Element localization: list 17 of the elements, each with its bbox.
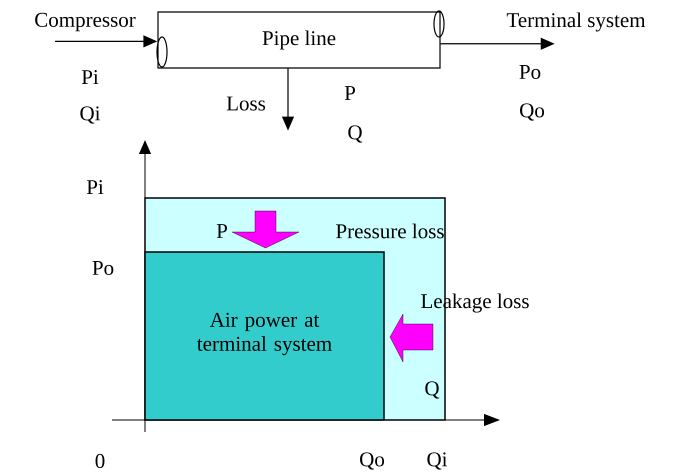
- pipe-drawing: Pipe line: [156, 10, 445, 69]
- axis-label: Q: [348, 125, 362, 143]
- axis-label: Pi: [82, 70, 98, 84]
- axis-label: Qi: [80, 106, 100, 124]
- axis-label: Po: [520, 65, 540, 79]
- node-text: Terminal system: [506, 12, 646, 32]
- axis-label: Q: [425, 381, 440, 399]
- axis-label: Pressure loss: [336, 224, 444, 238]
- axis-label: Qo: [360, 452, 384, 470]
- axis-label: Qi: [427, 452, 448, 470]
- axis-label: Pi: [86, 180, 104, 194]
- edge-label: Loss: [226, 96, 266, 111]
- axis-label: 0: [96, 454, 104, 468]
- axis-label: Qo: [520, 103, 544, 121]
- inner-area-box: Air power at terminal system: [144, 251, 385, 421]
- node-text: Compressor: [35, 12, 136, 32]
- axis-label: Po: [92, 261, 114, 275]
